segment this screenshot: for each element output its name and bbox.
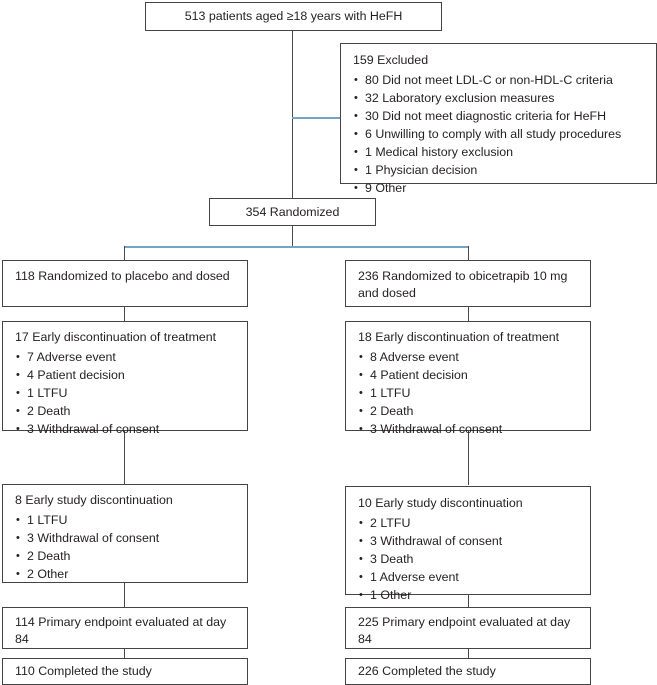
node-obicetrapib-treatment-discontinuation-label: 18 Early discontinuation of treatment — [358, 330, 560, 344]
list-item: 32 Laboratory exclusion measures — [353, 89, 646, 107]
list-item: 8 Adverse event — [358, 348, 580, 366]
node-placebo-study-discontinuation: 8 Early study discontinuation 1 LTFU 3 W… — [2, 484, 248, 583]
list-item: 2 LTFU — [358, 514, 580, 532]
list-item: 4 Patient decision — [15, 366, 237, 384]
node-excluded-list: 80 Did not meet LDL-C or non-HDL-C crite… — [353, 71, 646, 197]
node-enrolled: 513 patients aged ≥18 years with HeFH — [145, 2, 442, 31]
node-obicetrapib-study-discontinuation-list: 2 LTFU 3 Withdrawal of consent 3 Death 1… — [358, 514, 580, 604]
connector-enrolled-to-randomized — [292, 31, 293, 199]
node-placebo-primary-endpoint-label: 114 Primary endpoint evaluated at day 84 — [15, 615, 227, 646]
node-placebo-treatment-discontinuation-list: 7 Adverse event 4 Patient decision 1 LTF… — [15, 348, 237, 438]
connector-randomized-to-split — [292, 225, 293, 247]
list-item: 2 Death — [358, 402, 580, 420]
list-item: 2 Death — [15, 547, 237, 565]
node-placebo-completed: 110 Completed the study — [2, 658, 248, 685]
connector-placebo-study-disc-to-endpoint — [124, 583, 125, 607]
connector-placebo-endpoint-to-completed — [124, 649, 125, 658]
node-placebo-primary-endpoint: 114 Primary endpoint evaluated at day 84 — [2, 607, 248, 649]
list-item: 2 Other — [15, 565, 237, 583]
node-obicetrapib-arm-label: 236 Randomized to obicetrapib 10 mg and … — [358, 269, 568, 300]
node-placebo-study-discontinuation-list: 1 LTFU 3 Withdrawal of consent 2 Death 2… — [15, 511, 237, 583]
list-item: 1 Adverse event — [358, 568, 580, 586]
node-obicetrapib-primary-endpoint-label: 225 Primary endpoint evaluated at day 84 — [358, 615, 571, 646]
node-obicetrapib-treatment-discontinuation-list: 8 Adverse event 4 Patient decision 1 LTF… — [358, 348, 580, 438]
node-placebo-completed-label: 110 Completed the study — [15, 664, 152, 678]
connector-placebo-treatment-disc-to-study-disc — [124, 431, 125, 485]
connector-enrolled-to-excluded — [292, 117, 341, 119]
list-item: 30 Did not meet diagnostic criteria for … — [353, 107, 646, 125]
list-item: 1 LTFU — [15, 511, 237, 529]
list-item: 4 Patient decision — [358, 366, 580, 384]
list-item: 1 Physician decision — [353, 161, 646, 179]
node-obicetrapib-primary-endpoint: 225 Primary endpoint evaluated at day 84 — [345, 607, 591, 649]
list-item: 9 Other — [353, 179, 646, 197]
node-randomized-label: 354 Randomized — [245, 204, 340, 219]
node-obicetrapib-study-discontinuation-label: 10 Early study discontinuation — [358, 496, 523, 510]
connector-obicetrapib-arm-to-treatment-disc — [468, 307, 469, 322]
node-excluded-label: 159 Excluded — [353, 53, 429, 67]
list-item: 6 Unwilling to comply with all study pro… — [353, 125, 646, 143]
list-item: 1 LTFU — [358, 384, 580, 402]
connector-obicetrapib-endpoint-to-completed — [468, 649, 469, 658]
node-placebo-treatment-discontinuation-label: 17 Early discontinuation of treatment — [15, 330, 217, 344]
node-enrolled-label: 513 patients aged ≥18 years with HeFH — [184, 9, 403, 24]
list-item: 80 Did not meet LDL-C or non-HDL-C crite… — [353, 71, 646, 89]
node-placebo-study-discontinuation-label: 8 Early study discontinuation — [15, 493, 173, 507]
connector-randomization-split — [124, 246, 469, 248]
list-item: 2 Death — [15, 402, 237, 420]
list-item: 1 LTFU — [15, 384, 237, 402]
node-excluded: 159 Excluded 80 Did not meet LDL-C or no… — [340, 43, 657, 197]
node-placebo-treatment-discontinuation: 17 Early discontinuation of treatment 7 … — [2, 321, 248, 438]
connector-obicetrapib-treatment-disc-to-study-disc — [468, 431, 469, 485]
connector-placebo-arm-to-treatment-disc — [124, 307, 125, 322]
node-obicetrapib-arm: 236 Randomized to obicetrapib 10 mg and … — [345, 260, 591, 307]
node-randomized: 354 Randomized — [209, 198, 376, 226]
node-placebo-arm-label: 118 Randomized to placebo and dosed — [15, 269, 230, 283]
node-obicetrapib-treatment-discontinuation: 18 Early discontinuation of treatment 8 … — [345, 321, 591, 438]
node-obicetrapib-study-discontinuation: 10 Early study discontinuation 2 LTFU 3 … — [345, 486, 591, 604]
list-item: 1 Other — [358, 586, 580, 604]
list-item: 3 Withdrawal of consent — [358, 420, 580, 438]
connector-split-to-placebo-arm — [124, 246, 125, 260]
node-obicetrapib-completed-label: 226 Completed the study — [358, 664, 496, 678]
list-item: 3 Withdrawal of consent — [15, 420, 237, 438]
list-item: 1 Medical history exclusion — [353, 143, 646, 161]
list-item: 3 Death — [358, 550, 580, 568]
list-item: 7 Adverse event — [15, 348, 237, 366]
list-item: 3 Withdrawal of consent — [15, 529, 237, 547]
node-obicetrapib-completed: 226 Completed the study — [345, 658, 591, 685]
connector-split-to-obicetrapib-arm — [468, 246, 469, 260]
node-placebo-arm: 118 Randomized to placebo and dosed — [2, 260, 248, 307]
list-item: 3 Withdrawal of consent — [358, 532, 580, 550]
